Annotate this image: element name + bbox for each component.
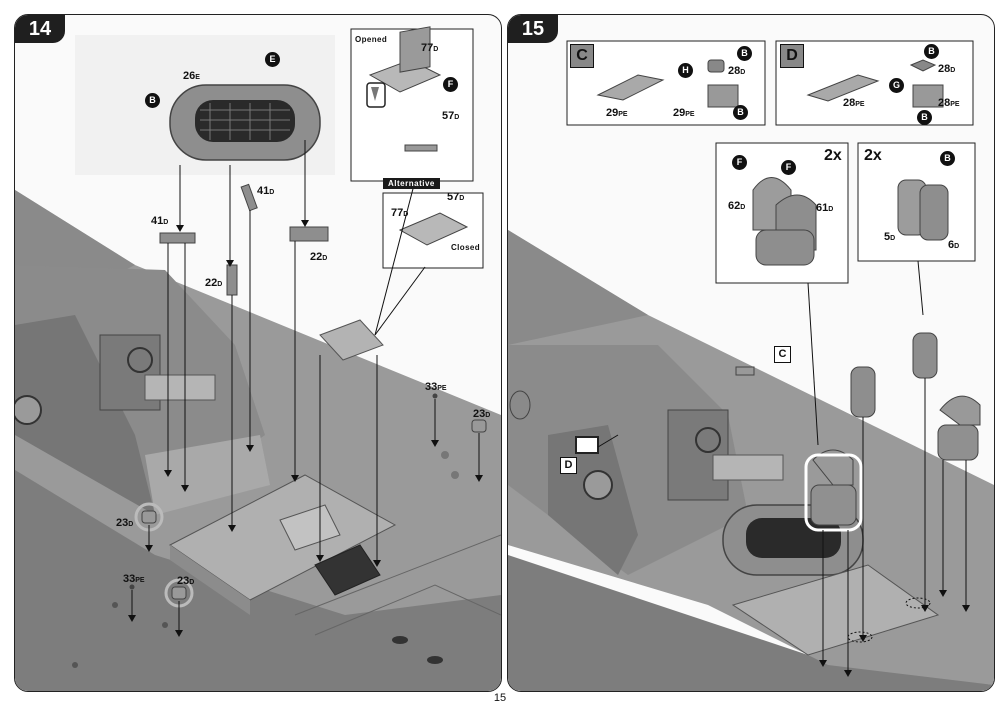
part-22-right [289, 226, 329, 242]
label-part-77-closed: 77D [391, 207, 409, 219]
step-15-drawing [508, 40, 994, 691]
marker-b: B [145, 93, 160, 108]
label-part-41-right: 41D [257, 185, 275, 197]
marker-b: B [733, 105, 748, 120]
label-part-61: 61D [816, 202, 834, 214]
label-part-77-opened: 77D [421, 42, 439, 54]
subassembly-d-letter: D [780, 44, 804, 68]
part-22-left [226, 264, 238, 296]
step-number: 15 [508, 15, 558, 43]
label-part-5: 5D [884, 231, 896, 243]
step-14-drawing [15, 26, 501, 691]
hatch-cover [319, 319, 384, 361]
label-part-29-right: 29PE [673, 107, 695, 119]
callout-d: D [560, 457, 577, 474]
alternative-label: Alternative [383, 178, 440, 189]
step-15-panel: 15 [507, 14, 995, 692]
subassembly-c-letter: C [570, 44, 594, 68]
marker-b: B [917, 110, 932, 125]
marker-f: F [781, 160, 796, 175]
step-14-panel: 14 [14, 14, 502, 692]
marker-b: B [924, 44, 939, 59]
label-part-33-right: 33PE [425, 381, 447, 393]
label-part-29-left: 29PE [606, 107, 628, 119]
marker-h: H [678, 63, 693, 78]
closed-label: Closed [451, 243, 481, 252]
label-part-6: 6D [948, 239, 960, 251]
label-part-57-opened: 57D [442, 110, 460, 122]
label-part-28: 28D [728, 65, 746, 77]
vent-quantity: 2x [824, 147, 842, 164]
label-part-41-left: 41D [151, 215, 169, 227]
label-part-62: 62D [728, 200, 746, 212]
part-41-left [159, 232, 196, 244]
marker-b: B [940, 151, 955, 166]
step-number: 14 [15, 15, 65, 43]
label-part-33-left: 33PE [123, 573, 145, 585]
label-part-23-right: 23D [473, 408, 491, 420]
marker-e: E [265, 52, 280, 67]
label-part-28pe-right: 28PE [938, 97, 960, 109]
part-41-right [240, 183, 258, 212]
marker-f: F [443, 77, 458, 92]
label-part-23-bottom: 23D [177, 575, 195, 587]
marker-f: F [732, 155, 747, 170]
marker-b: B [737, 46, 752, 61]
label-part-23-left: 23D [116, 517, 134, 529]
tank-quantity: 2x [864, 147, 882, 164]
marker-g: G [889, 78, 904, 93]
label-part-28d: 28D [938, 63, 956, 75]
label-part-57-closed: 57D [447, 191, 465, 203]
callout-c: C [774, 346, 791, 363]
opened-label: Opened [355, 35, 388, 44]
page-number: 15 [493, 692, 507, 704]
label-part-22-left: 22D [205, 277, 223, 289]
label-part-22-right: 22D [310, 251, 328, 263]
label-part-26: 26E [183, 70, 200, 82]
label-part-28pe-left: 28PE [843, 97, 865, 109]
